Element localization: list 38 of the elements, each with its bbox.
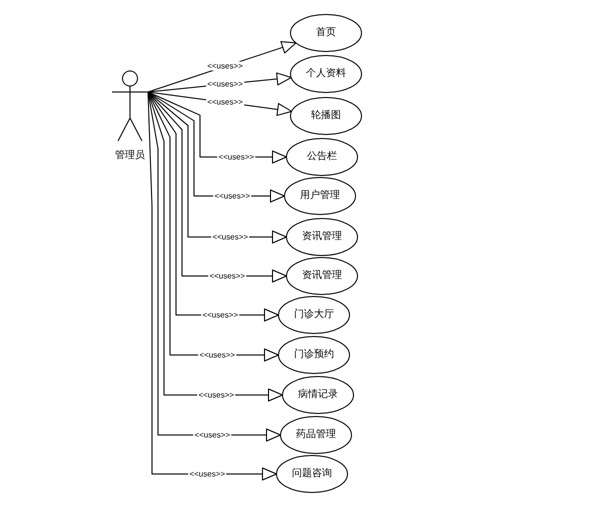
use-case-ellipse <box>290 14 362 52</box>
use-case-ellipse <box>286 257 358 295</box>
use-case-label: 首页 <box>316 27 336 39</box>
edge-label: <<uses>> <box>208 272 246 280</box>
edge-label: <<uses>> <box>193 430 232 440</box>
use-case-ellipse <box>284 177 356 215</box>
edge-label: <<uses>> <box>197 390 236 400</box>
use-case-label: 药品管理 <box>296 429 336 441</box>
edge-label: <<uses>> <box>217 152 256 162</box>
use-case-label: 资讯管理 <box>302 231 342 243</box>
use-case-ellipse <box>286 218 358 256</box>
use-case-ellipse <box>280 416 352 454</box>
use-case-label: 病情记录 <box>298 389 338 401</box>
use-case-label: 资讯管理 <box>302 270 342 282</box>
edge-label: <<uses>> <box>201 310 240 320</box>
use-case-label: 用户管理 <box>300 190 340 202</box>
use-case-ellipse <box>278 336 350 374</box>
edge-label: <<uses>> <box>211 232 250 242</box>
use-case-ellipse <box>286 138 358 176</box>
use-case-ellipse <box>276 455 348 493</box>
actor <box>112 70 148 162</box>
use-case-ellipse <box>278 296 350 334</box>
use-case-label: 公告栏 <box>307 151 337 163</box>
use-case-ellipse <box>282 376 354 414</box>
edge-label: <<uses>> <box>198 350 236 360</box>
edge-label: <<uses>> <box>206 98 244 107</box>
use-case-ellipse <box>290 55 362 93</box>
use-case-label: 个人资料 <box>306 68 346 80</box>
edge-label: <<uses>> <box>213 192 252 200</box>
use-case-label: 门诊预约 <box>294 349 334 361</box>
actor-label: 管理员 <box>115 150 145 162</box>
edge-label: <<uses>> <box>188 470 226 478</box>
edge-label: <<uses>> <box>206 80 244 89</box>
use-case-label: 问题咨询 <box>292 468 332 480</box>
use-case-label: 门诊大厅 <box>294 309 334 321</box>
edge-label: <<uses>> <box>206 62 244 71</box>
use-case-ellipse <box>290 97 362 135</box>
use-case-label: 轮播图 <box>311 110 341 122</box>
